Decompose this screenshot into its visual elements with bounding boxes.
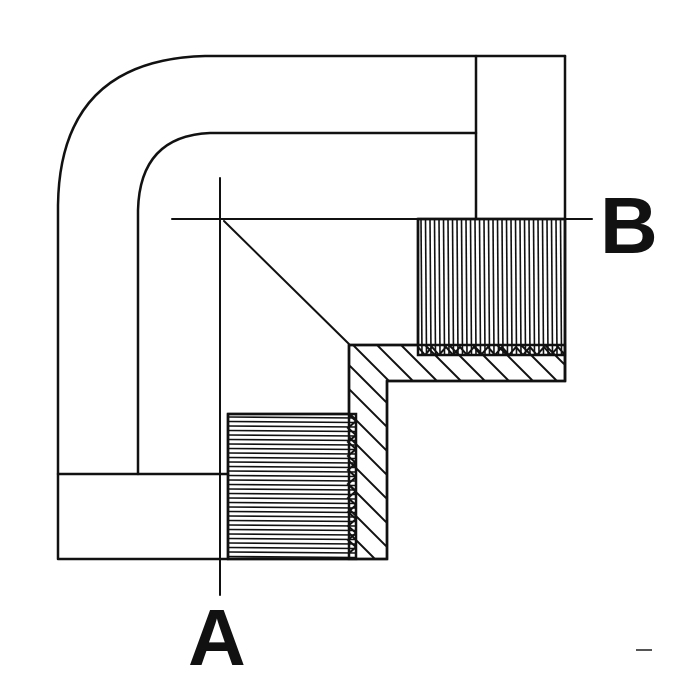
thread-line-b — [465, 219, 468, 355]
thread-line-b — [429, 219, 432, 355]
thread-line-a — [228, 524, 356, 527]
hatch-line — [563, 345, 565, 559]
elbow-outer-outline — [56, 54, 567, 561]
thread-line-a — [228, 456, 356, 460]
thread-line-b — [559, 219, 563, 355]
thread-line-a — [228, 555, 356, 559]
bore-diagonal-line — [223, 220, 351, 346]
thread-line-a — [228, 506, 356, 509]
thread-line-b — [496, 219, 500, 355]
thread-line-b — [438, 219, 441, 355]
thread-line-a — [228, 479, 356, 482]
thread-line-b — [474, 219, 477, 355]
thread-line-b — [501, 219, 504, 355]
thread-region-b — [418, 219, 565, 355]
thread-line-a — [228, 470, 356, 473]
thread-region-b-frame — [416, 217, 567, 357]
thread-line-b — [478, 219, 482, 355]
hatch-line — [371, 345, 565, 559]
thread-line-a — [228, 461, 356, 464]
hatch-line — [588, 340, 695, 580]
thread-line-a — [228, 465, 356, 469]
thread-line-a — [228, 488, 356, 491]
label-b: B — [600, 181, 658, 270]
hatch-line — [349, 345, 397, 559]
hatch-line — [515, 345, 565, 559]
thread-line-b — [532, 219, 536, 355]
hatch-line — [419, 345, 565, 559]
thread-line-b — [510, 219, 513, 355]
thread-line-b — [460, 219, 464, 355]
hatch-line — [491, 345, 565, 559]
thread-line-a — [228, 425, 356, 428]
thread-line-b — [514, 219, 518, 355]
thread-line-b — [483, 219, 486, 355]
thread-line-b — [505, 219, 509, 355]
thread-line-a — [228, 515, 356, 518]
hatch-line — [660, 340, 695, 580]
hatch-line — [395, 345, 565, 559]
thread-line-a — [228, 483, 356, 487]
thread-line-a — [228, 510, 356, 514]
thread-line-b — [523, 219, 527, 355]
thread-line-b — [451, 219, 455, 355]
thread-line-b — [546, 219, 549, 355]
thread-line-b — [433, 219, 437, 355]
hatch-line — [539, 345, 565, 559]
hatch-line — [349, 345, 421, 559]
thread-line-a — [228, 528, 356, 532]
thread-line-b — [492, 219, 495, 355]
thread-line-a — [228, 501, 356, 505]
thread-line-a — [228, 438, 356, 442]
thread-line-a — [228, 551, 356, 554]
thread-line-b — [447, 219, 450, 355]
label-a: A — [188, 593, 246, 682]
section-hatching — [349, 340, 695, 580]
thread-line-b — [469, 219, 473, 355]
thread-line-a — [228, 533, 356, 536]
thread-line-a — [228, 447, 356, 451]
thread-line-b — [550, 219, 554, 355]
thread-line-a — [228, 519, 356, 523]
thread-line-b — [519, 219, 522, 355]
thread-line-b — [442, 219, 446, 355]
thread-line-a — [228, 537, 356, 541]
thread-line-a — [228, 452, 356, 455]
thread-line-b — [537, 219, 540, 355]
thread-line-b — [424, 219, 428, 355]
thread-line-a — [228, 497, 356, 500]
thread-line-a — [228, 434, 356, 437]
hatch-line — [684, 340, 695, 580]
thread-line-a — [228, 443, 356, 446]
thread-line-a — [228, 416, 356, 419]
thread-line-a — [228, 546, 356, 550]
thread-line-b — [420, 219, 423, 355]
thread-line-b — [555, 219, 558, 355]
thread-line-a — [228, 542, 356, 545]
thread-line-a — [228, 492, 356, 496]
hatch-line — [636, 340, 695, 580]
thread-line-a — [228, 474, 356, 478]
thread-line-b — [487, 219, 491, 355]
hatch-line — [467, 345, 565, 559]
thread-line-b — [528, 219, 531, 355]
section-hatching-outline — [347, 343, 567, 561]
thread-region-a-frame — [226, 412, 358, 561]
hatch-line — [612, 340, 695, 580]
thread-line-b — [456, 219, 459, 355]
elbow-inner-bend-line — [136, 131, 478, 476]
thread-line-b — [541, 219, 545, 355]
thread-crest-b — [418, 345, 565, 355]
thread-region-a — [228, 414, 356, 559]
thread-line-a — [228, 429, 356, 433]
thread-line-a — [228, 420, 356, 424]
